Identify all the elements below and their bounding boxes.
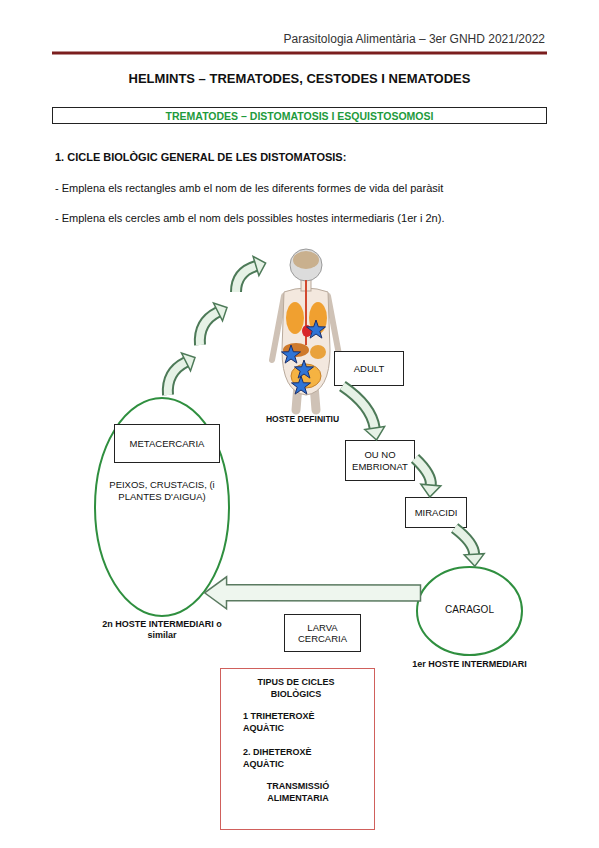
- instruction-text: - Emplena els cercles amb el nom dels po…: [55, 212, 555, 224]
- parasite-star: [292, 376, 311, 394]
- stage-box: METACERCARIA: [114, 424, 220, 463]
- arrow-shaft: [455, 528, 475, 554]
- node-subtext: 2n HOSTE INTERMEDIARI o similar: [99, 619, 225, 641]
- node-text: ADULT: [354, 363, 384, 374]
- arrow-fill: [415, 458, 431, 485]
- parasite-star: [307, 320, 326, 338]
- host-label: HOSTE DEFINITIU: [250, 414, 355, 424]
- instruction-text: - Emplena els rectangles amb el nom de l…: [55, 182, 555, 194]
- arrow-heads: [464, 554, 484, 567]
- arrow-heads: [365, 427, 385, 440]
- page-title: HELMINTS – TREMATODES, CESTODES I NEMATO…: [0, 71, 599, 86]
- arrow-head: [464, 554, 484, 567]
- block-arrow: [205, 577, 421, 609]
- node-text: PEIXOS, CRUSTACIS, (i PLANTES D'AIGUA): [107, 479, 217, 503]
- stage-box: OU NO EMBRIONAT: [345, 440, 415, 481]
- header-rule: [52, 52, 547, 55]
- cycle-arrow: [236, 256, 266, 292]
- arrow-heads: [421, 484, 441, 497]
- arrow-outline: [415, 458, 431, 485]
- stage-box: LARVA CERCARIA: [284, 614, 361, 652]
- node-text: OU NO EMBRIONAT: [349, 449, 411, 472]
- stage-box: MIRACIDI: [405, 497, 467, 528]
- node-text: MIRACIDI: [415, 507, 458, 518]
- cycle-arrow: [205, 577, 421, 609]
- node-text: CARAGOL: [416, 604, 523, 617]
- ellipse-shape: [417, 567, 522, 655]
- node-text: METACERCARIA: [130, 438, 205, 449]
- parasite-star: [295, 360, 314, 378]
- cycle-arrow: [415, 458, 441, 497]
- stage-box: ADULT: [334, 351, 404, 386]
- arrow-head: [365, 427, 385, 440]
- cycle-arrow: [342, 386, 384, 440]
- ellipse-shape: [95, 398, 229, 616]
- note-box: TIPUS DE CICLES BIOLÒGICS 1 TRIHETEROXÈ A…: [220, 668, 375, 830]
- section-heading: 1. CICLE BIOLÒGIC GENERAL DE LES DISTOMA…: [55, 151, 455, 163]
- page-header: Parasitologia Alimentària – 3er GNHD 202…: [250, 32, 545, 46]
- node-text: LARVA CERCARIA: [288, 622, 357, 645]
- arrow-shaft: [415, 458, 431, 485]
- arrow-outline: [455, 528, 475, 554]
- section-box: TREMATODES – DISTOMATOSIS I ESQUISTOSOMO…: [52, 107, 547, 124]
- node-subtext: TRANSMISSIÓ ALIMENTARIA: [253, 781, 343, 804]
- arrow-fill: [342, 386, 374, 428]
- cycle-arrow: [200, 303, 227, 345]
- node-subtext: 1er HOSTE INTERMEDIARI: [394, 659, 545, 670]
- parasite-star: [282, 345, 301, 363]
- host-circle: CARAGOL1er HOSTE INTERMEDIARI: [416, 566, 523, 656]
- cycle-arrow: [455, 528, 485, 566]
- arrow-fill: [455, 528, 475, 554]
- arrow-head: [421, 484, 441, 497]
- cycle-arrow: [168, 353, 195, 395]
- node-subtext: 1 TRIHETEROXÈ AQUÀTIC: [243, 711, 328, 734]
- node-subtext: 2. DIHETEROXÈ AQUÀTIC: [243, 747, 328, 770]
- arrow-shaft: [342, 386, 374, 428]
- human-figure: [272, 249, 340, 410]
- node-text: TIPUS DE CICLES BIOLÒGICS: [246, 677, 346, 700]
- host-circle: PEIXOS, CRUSTACIS, (i PLANTES D'AIGUA)2n…: [94, 397, 230, 617]
- arrow-outline: [342, 386, 374, 428]
- node-text: TREMATODES – DISTOMATOSIS I ESQUISTOSOMO…: [166, 110, 434, 122]
